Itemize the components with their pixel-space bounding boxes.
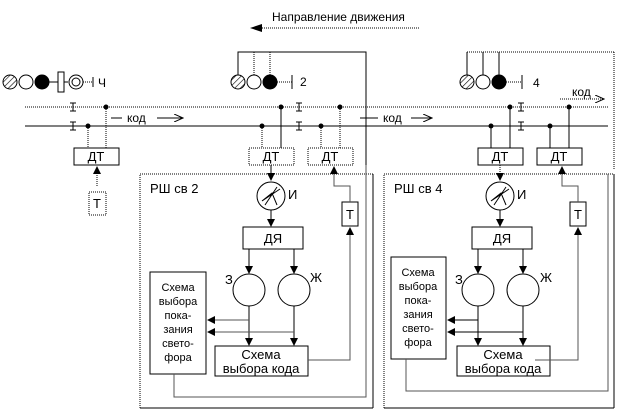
signal-lamp-hatched — [230, 74, 246, 90]
signal-aspect-selection-scheme: Схема выбора пока- зания свето- фора — [149, 271, 207, 375]
direction-arrow-icon — [250, 24, 262, 32]
relay-z: З — [225, 272, 266, 307]
insulating-joint — [518, 102, 524, 131]
svg-text:зания: зания — [163, 324, 192, 336]
svg-text:Ж: Ж — [310, 270, 322, 285]
cabinet-rsh-sv-2: РШ св 2 И ДЯ З Ж Схема выб — [139, 165, 374, 409]
svg-text:фора: фора — [404, 337, 432, 349]
cabinet-title: РШ св 2 — [150, 181, 198, 196]
svg-text:код: код — [127, 111, 146, 125]
svg-text:Т: Т — [93, 196, 101, 211]
signal-2-label: 2 — [300, 75, 307, 89]
relay-zh: Ж — [506, 270, 552, 307]
svg-text:Т: Т — [346, 207, 354, 222]
indicator-icon — [261, 186, 281, 206]
direction-indicator: Направление движения — [250, 10, 420, 32]
svg-text:фора: фора — [164, 352, 192, 364]
dt-2a: ДТ — [248, 147, 295, 166]
dt-4a: ДТ — [477, 147, 524, 166]
signal-lamp-white — [18, 74, 34, 90]
svg-text:Схема: Схема — [401, 267, 435, 279]
svg-text:выбора: выбора — [159, 296, 198, 308]
svg-text:Схема: Схема — [241, 347, 281, 362]
track-leads — [85, 104, 572, 148]
svg-text:ДТ: ДТ — [263, 149, 280, 164]
svg-text:свето-: свето- — [162, 338, 194, 350]
svg-text:З: З — [455, 272, 463, 287]
relay-zh: Ж — [277, 270, 322, 307]
svg-text:ДТ: ДТ — [88, 149, 105, 164]
indicator-icon — [490, 186, 510, 206]
svg-text:ДЯ: ДЯ — [264, 231, 282, 246]
dt-2b: ДТ — [307, 147, 354, 166]
signal-mast-plate — [57, 71, 65, 93]
code-label-3: код — [560, 85, 604, 99]
signal-lamp-black — [262, 74, 278, 90]
signal-ch: Ч — [2, 71, 106, 93]
insulating-joint — [296, 102, 302, 131]
svg-text:пока-: пока- — [405, 295, 432, 307]
signal-lamp-black — [491, 74, 507, 90]
signal-lamp-hatched — [2, 74, 18, 90]
svg-text:Т: Т — [574, 207, 582, 222]
relay-dy: ДЯ — [242, 226, 304, 250]
svg-text:ДЯ: ДЯ — [493, 231, 511, 246]
svg-text:Схема: Схема — [483, 347, 523, 362]
signal-lamp-white — [475, 74, 491, 90]
svg-text:свето-: свето- — [402, 323, 434, 335]
svg-text:Схема: Схема — [161, 282, 195, 294]
svg-text:зания: зания — [403, 309, 432, 321]
indicator-relay: И — [256, 181, 297, 211]
dt-left: ДТ — [73, 147, 120, 166]
svg-text:выбора кода: выбора кода — [465, 361, 542, 376]
indicator-relay: И — [485, 181, 526, 211]
svg-text:И: И — [517, 187, 526, 202]
relay-z: З — [455, 272, 495, 307]
signal-4-label: 4 — [533, 76, 540, 90]
svg-text:выбора кода: выбора кода — [223, 361, 300, 376]
rails — [25, 102, 608, 131]
svg-text:ДТ: ДТ — [551, 149, 568, 164]
signal-lamp-white — [246, 74, 262, 90]
signal-aspect-selection-scheme: Схема выбора пока- зания свето- фора — [390, 256, 447, 360]
svg-text:пока-: пока- — [165, 310, 192, 322]
svg-text:Ж: Ж — [540, 270, 552, 285]
signal-2: 2 — [230, 51, 367, 165]
code-label-2: код — [360, 111, 432, 125]
signal-lamp-hatched — [459, 74, 475, 90]
insulating-joint — [70, 102, 76, 131]
transmitter-t: Т — [341, 201, 359, 227]
svg-text:код: код — [383, 111, 402, 125]
code-selection-scheme: Схема выбора кода — [456, 345, 551, 377]
code-label-1: код — [111, 111, 183, 125]
signal-ch-label: Ч — [98, 76, 106, 90]
direction-label: Направление движения — [272, 10, 405, 24]
svg-text:З: З — [225, 272, 233, 287]
transmitter-t: Т — [569, 201, 587, 227]
svg-text:И: И — [288, 187, 297, 202]
relay-dy: ДЯ — [471, 226, 533, 250]
svg-text:код: код — [572, 85, 591, 99]
signal-4: 4 — [459, 51, 615, 170]
cabinet-title: РШ св 4 — [394, 181, 442, 196]
svg-text:ДТ: ДТ — [322, 149, 339, 164]
code-selection-scheme: Схема выбора кода — [214, 345, 309, 377]
cabinet-rsh-sv-4: РШ св 4 И ДЯ З Ж Схема выбора — [383, 165, 615, 409]
signal-lamp-black — [34, 74, 50, 90]
dt-4b: ДТ — [536, 147, 583, 166]
svg-text:выбора: выбора — [399, 281, 438, 293]
t-left: Т — [88, 191, 107, 216]
svg-text:ДТ: ДТ — [492, 149, 509, 164]
